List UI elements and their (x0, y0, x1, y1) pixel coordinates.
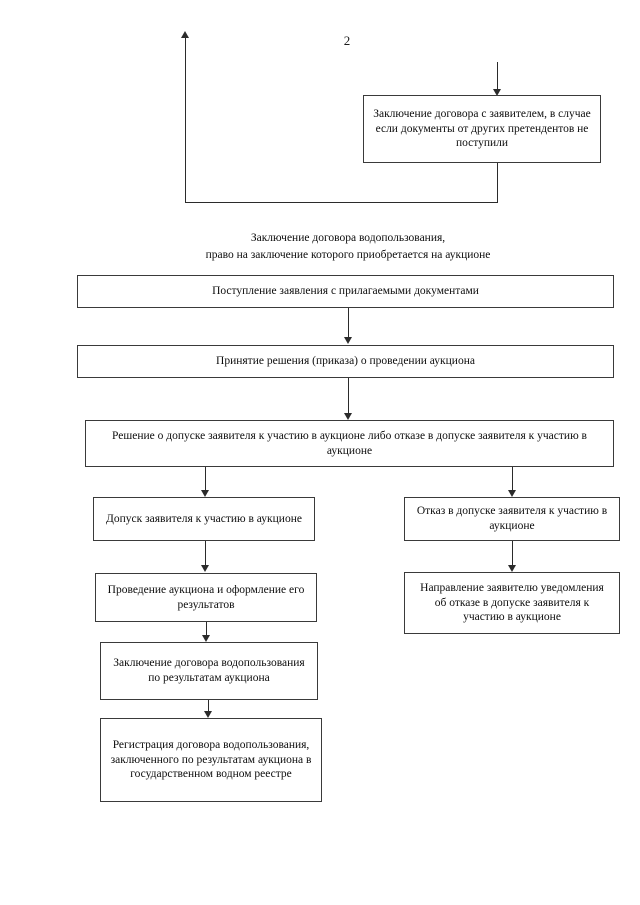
connector-refused-to-notice (512, 541, 513, 566)
node-application-received: Поступление заявления с прилагаемыми док… (77, 275, 614, 308)
connector-application-to-decision (348, 308, 349, 338)
node-refusal-notice-sent: Направление заявителю уведомления об отк… (404, 572, 620, 634)
feedback-loop-down (497, 163, 498, 203)
node-registration-in-registry: Регистрация договора водопользования, за… (100, 718, 322, 802)
node-admission-granted: Допуск заявителя к участию в аукционе (93, 497, 315, 541)
arrow-auction-to-contract (202, 635, 210, 642)
arrow-decision-to-admission (344, 413, 352, 420)
feedback-loop-up (185, 38, 186, 203)
arrow-application-to-decision (344, 337, 352, 344)
node-admission-granted-label: Допуск заявителя к участию в аукционе (106, 512, 302, 525)
arrow-granted-to-auction (201, 565, 209, 572)
page-number: 2 (343, 33, 351, 48)
connector-decision-to-admission (348, 378, 349, 414)
node-admission-decision: Решение о допуске заявителя к участию в … (85, 420, 614, 467)
node-admission-refused-label: Отказ в допуске заявителя к участию в ау… (416, 505, 608, 532)
feedback-loop-horizontal (185, 202, 498, 203)
connector-granted-to-auction (205, 541, 206, 566)
arrow-into-top-box (493, 89, 501, 96)
node-auction-held-label: Проведение аукциона и оформление его рез… (107, 583, 305, 611)
node-decision-to-hold-auction: Принятие решения (приказа) о проведении … (77, 345, 614, 378)
arrow-admission-to-granted (201, 490, 209, 497)
node-registration-in-registry-label: Регистрация договора водопользования, за… (110, 738, 312, 781)
node-contract-after-auction: Заключение договора водопользования по р… (100, 642, 318, 700)
connector-into-top-box (497, 62, 498, 92)
diagram-title-line2: право на заключение которого приобретает… (205, 249, 491, 261)
node-decision-to-hold-auction-label: Принятие решения (приказа) о проведении … (216, 355, 475, 368)
connector-auction-to-contract (206, 622, 207, 636)
arrow-feedback-loop-up (181, 31, 189, 38)
connector-contract-to-registration (208, 700, 209, 712)
node-refusal-notice-sent-label: Направление заявителю уведомления об отк… (420, 581, 604, 624)
node-admission-decision-label: Решение о допуске заявителя к участию в … (112, 429, 587, 457)
node-application-received-label: Поступление заявления с прилагаемыми док… (212, 285, 479, 298)
node-admission-refused: Отказ в допуске заявителя к участию в ау… (404, 497, 620, 541)
node-contract-no-rivals-label: Заключение договора с заявителем, в случ… (373, 107, 591, 150)
node-contract-after-auction-label: Заключение договора водопользования по р… (113, 657, 305, 684)
connector-admission-to-granted (205, 467, 206, 491)
arrow-admission-to-refused (508, 490, 516, 497)
node-auction-held: Проведение аукциона и оформление его рез… (95, 573, 317, 622)
connector-admission-to-refused (512, 467, 513, 491)
arrow-refused-to-notice (508, 565, 516, 572)
arrow-contract-to-registration (204, 711, 212, 718)
diagram-title-line1: Заключение договора водопользования, (250, 232, 446, 244)
node-contract-no-rivals: Заключение договора с заявителем, в случ… (363, 95, 601, 163)
